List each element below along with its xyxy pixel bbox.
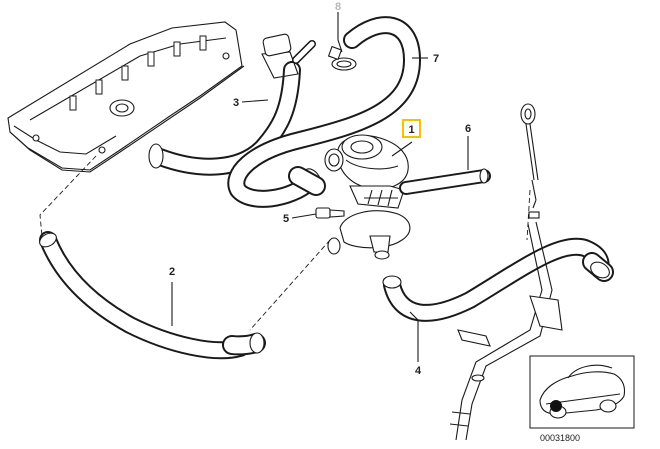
hose-7 (227, 16, 421, 208)
cylinder-head-cover (7, 21, 245, 173)
location-marker-dot (550, 400, 562, 412)
pressure-control-valve-1 (324, 134, 411, 260)
callout-6[interactable]: 6 (465, 123, 471, 135)
assembly-line-cover-hose2 (39, 155, 97, 237)
oil-dipstick (520, 103, 540, 219)
callout-3[interactable]: 3 (233, 97, 239, 109)
dipstick-guide-tube (449, 221, 563, 441)
callout-4[interactable]: 4 (415, 365, 422, 377)
hose-6 (399, 168, 491, 195)
callout-7[interactable]: 7 (433, 53, 439, 65)
callout-8[interactable]: 8 (335, 1, 341, 13)
reference-number: 00031800 (540, 433, 580, 443)
assembly-line-valve-hose2 (249, 239, 331, 331)
callout-2[interactable]: 2 (169, 266, 175, 278)
hose-clamp-8 (327, 45, 357, 71)
vehicle-location-thumbnail (529, 355, 635, 429)
callout-5[interactable]: 5 (283, 213, 289, 225)
leader-lines (171, 12, 469, 362)
highlight-box-callout-1 (402, 119, 421, 138)
screw-5 (315, 207, 345, 219)
hose-4 (382, 237, 614, 322)
callout-1[interactable]: 1 (408, 124, 414, 136)
hose-2 (39, 231, 266, 360)
